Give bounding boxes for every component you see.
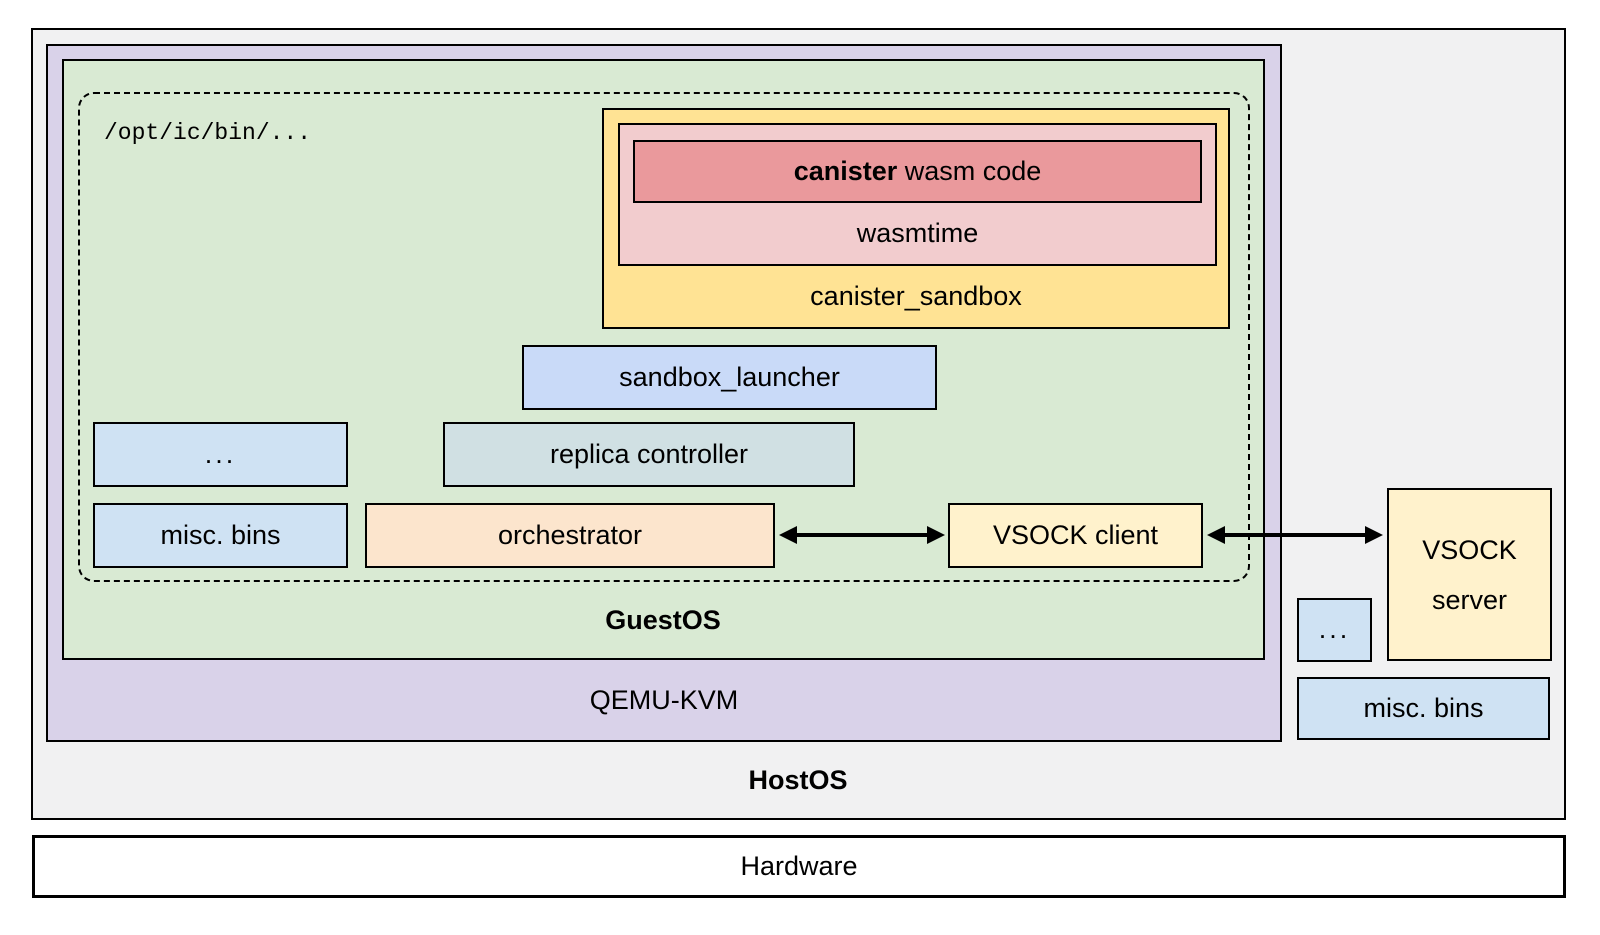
vsock-client-box: VSOCK client xyxy=(948,503,1203,568)
hardware-box: Hardware xyxy=(32,835,1566,898)
host-misc-bins-box: misc. bins xyxy=(1297,677,1550,740)
host-misc-bins-label: misc. bins xyxy=(1363,692,1484,723)
canister-wasm-code-box: canister wasm code xyxy=(633,140,1202,203)
host-ellipsis-box: ... xyxy=(1297,598,1372,662)
hardware-label: Hardware xyxy=(740,850,858,881)
vsock-server-label-line1: VSOCK xyxy=(1422,534,1517,565)
guestos-label: GuestOS xyxy=(605,605,721,635)
orchestrator-label: orchestrator xyxy=(497,519,643,550)
hostos-label: HostOS xyxy=(748,765,848,795)
guest-misc-bins-label: misc. bins xyxy=(160,519,281,550)
guest-ellipsis-label: ... xyxy=(204,438,237,469)
vsock-client-vsock-server-arrow xyxy=(1207,526,1383,544)
opt-ic-bin-path-label: /opt/ic/bin/... xyxy=(104,120,312,146)
sandbox-launcher-label: sandbox_launcher xyxy=(619,361,840,392)
host-ellipsis-label: ... xyxy=(1318,614,1351,645)
vsock-server-label-line2: server xyxy=(1431,584,1507,615)
vsock-client-label: VSOCK client xyxy=(992,519,1159,550)
canister-wasm-code-label-bold: canister xyxy=(793,155,898,186)
qemu-kvm-label: QEMU-KVM xyxy=(589,685,739,715)
orchestrator-vsock-client-arrow xyxy=(779,526,945,544)
sandbox-launcher-box: sandbox_launcher xyxy=(522,345,937,410)
orchestrator-box: orchestrator xyxy=(365,503,775,568)
canister-wasm-code-label-rest: wasm code xyxy=(897,155,1042,186)
canister-wasm-code-label: canister wasm code xyxy=(794,156,1042,187)
replica-controller-label: replica controller xyxy=(549,438,749,469)
wasmtime-label: wasmtime xyxy=(856,218,979,248)
guest-ellipsis-box: ... xyxy=(93,422,348,487)
opt-ic-bin-region xyxy=(78,92,1250,582)
guest-misc-bins-box: misc. bins xyxy=(93,503,348,568)
vsock-server-box: VSOCK server xyxy=(1387,488,1552,661)
canister-sandbox-label: canister_sandbox xyxy=(810,281,1022,311)
replica-controller-box: replica controller xyxy=(443,422,855,487)
